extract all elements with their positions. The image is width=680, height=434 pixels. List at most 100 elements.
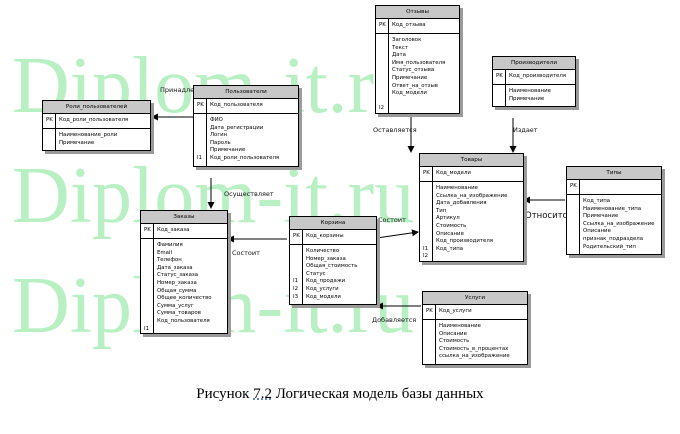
primary-key-row: PK [567,180,661,196]
relation-label: Осуществляет [224,190,274,198]
index-tag [379,45,388,53]
attribute-field: Заголовок [392,37,422,44]
attribute-field: Код_пользователя [157,317,210,324]
index-tag [144,272,153,280]
attribute-field: Наименование [439,323,481,330]
index-tag [423,185,432,193]
attribute-field: Наименование_роли [59,132,118,139]
index-tag [144,318,153,326]
entity-title: Заказы [141,211,227,224]
index-tag [379,37,388,45]
index-tag [144,295,153,303]
index-tag [293,263,302,271]
entity-proizvoditeli[interactable]: Производители PK Код_производителя Наиме… [492,56,576,108]
attribute-field: Наименование [436,185,478,192]
index-tag [423,223,432,231]
primary-key-row: PK Код_пользователя [194,99,298,115]
attribute-field: Дата [392,52,406,59]
entity-roli[interactable]: Роли_пользователей PK Код_роли_пользоват… [42,100,151,152]
index-tag: I1 [423,245,429,252]
attribute-field: Сумма_услуг [157,302,194,309]
key-tag: PK [194,99,207,114]
attribute-field: Код_типа [583,198,611,205]
primary-key-field: Код_пользователя [210,102,263,108]
index-tag [423,231,432,239]
attribute-field: Стоимость [436,222,467,229]
attribute-field: признак_подраздела [583,235,644,242]
primary-key-row: PK Код_корзины [290,230,376,246]
attribute-field: Ссылка_на_изображение [436,192,508,199]
index-tag [379,98,388,106]
attribute-field: Общая_сумма [157,287,197,294]
index-tag [423,200,432,208]
attribute-field: Примечание [59,139,95,146]
index-tag [144,303,153,311]
caption-prefix: Рисунок [196,386,250,402]
attribute-field: Стоимость [439,338,470,345]
index-tag [379,52,388,60]
entity-title: Услуги [423,292,527,305]
index-tag [197,147,206,155]
key-tag: PK [567,180,580,195]
attribute-field: Артикул [436,215,460,222]
primary-key-field: Код_модели [436,170,471,176]
relation-label: Состоит [378,216,406,224]
index-tags: I2 [376,34,389,113]
index-tag: I1 [197,154,203,161]
index-tag [144,257,153,265]
index-tag [144,250,153,258]
index-tag: I2 [423,253,429,260]
attribute-field: Тип [436,207,447,214]
primary-key-row: PK Код_модели [420,167,523,183]
primary-key-field [580,180,583,194]
index-tag: I2 [379,105,385,112]
attribute-field: Текст [392,44,408,51]
index-tag [293,271,302,279]
index-tag: I1 [144,325,150,332]
index-tag [379,75,388,83]
attribute-field: Код_роли_пользователя [210,154,280,161]
attribute-field: Код_продажи [306,278,346,285]
attribute-field: Код_модели [306,293,341,300]
index-tag: I1 [293,278,299,285]
key-tag: PK [423,305,436,320]
attribute-field: Дата_регистрации [210,124,264,131]
index-tag [144,242,153,250]
key-tag: PK [493,70,506,85]
primary-key-row: PK Код_производителя [493,70,575,86]
attribute-field: Сумма_товаров [157,310,201,317]
attribute-field: Стоимость_в_процентах [439,345,509,352]
index-tag [144,288,153,296]
entity-title: Производители [493,57,575,70]
attribute-field: Статус [306,270,326,277]
index-tags: I1 [141,239,154,334]
index-tag [423,208,432,216]
attribute-field: Примечание [392,74,428,81]
attribute-field: Наименование_типа [583,205,642,212]
entity-title: Отзывы [376,6,459,19]
attribute-field: Код_типа [436,245,464,252]
index-tag [379,83,388,91]
attribute-field: Родительский_тип [583,243,636,250]
index-tag [423,193,432,201]
attribute-field: Примечание [509,95,545,102]
primary-key-field: Код_производителя [509,73,567,79]
attribute-field: Примечание [210,147,246,154]
attribute-field: Ответ_на_отзыв [392,82,438,89]
